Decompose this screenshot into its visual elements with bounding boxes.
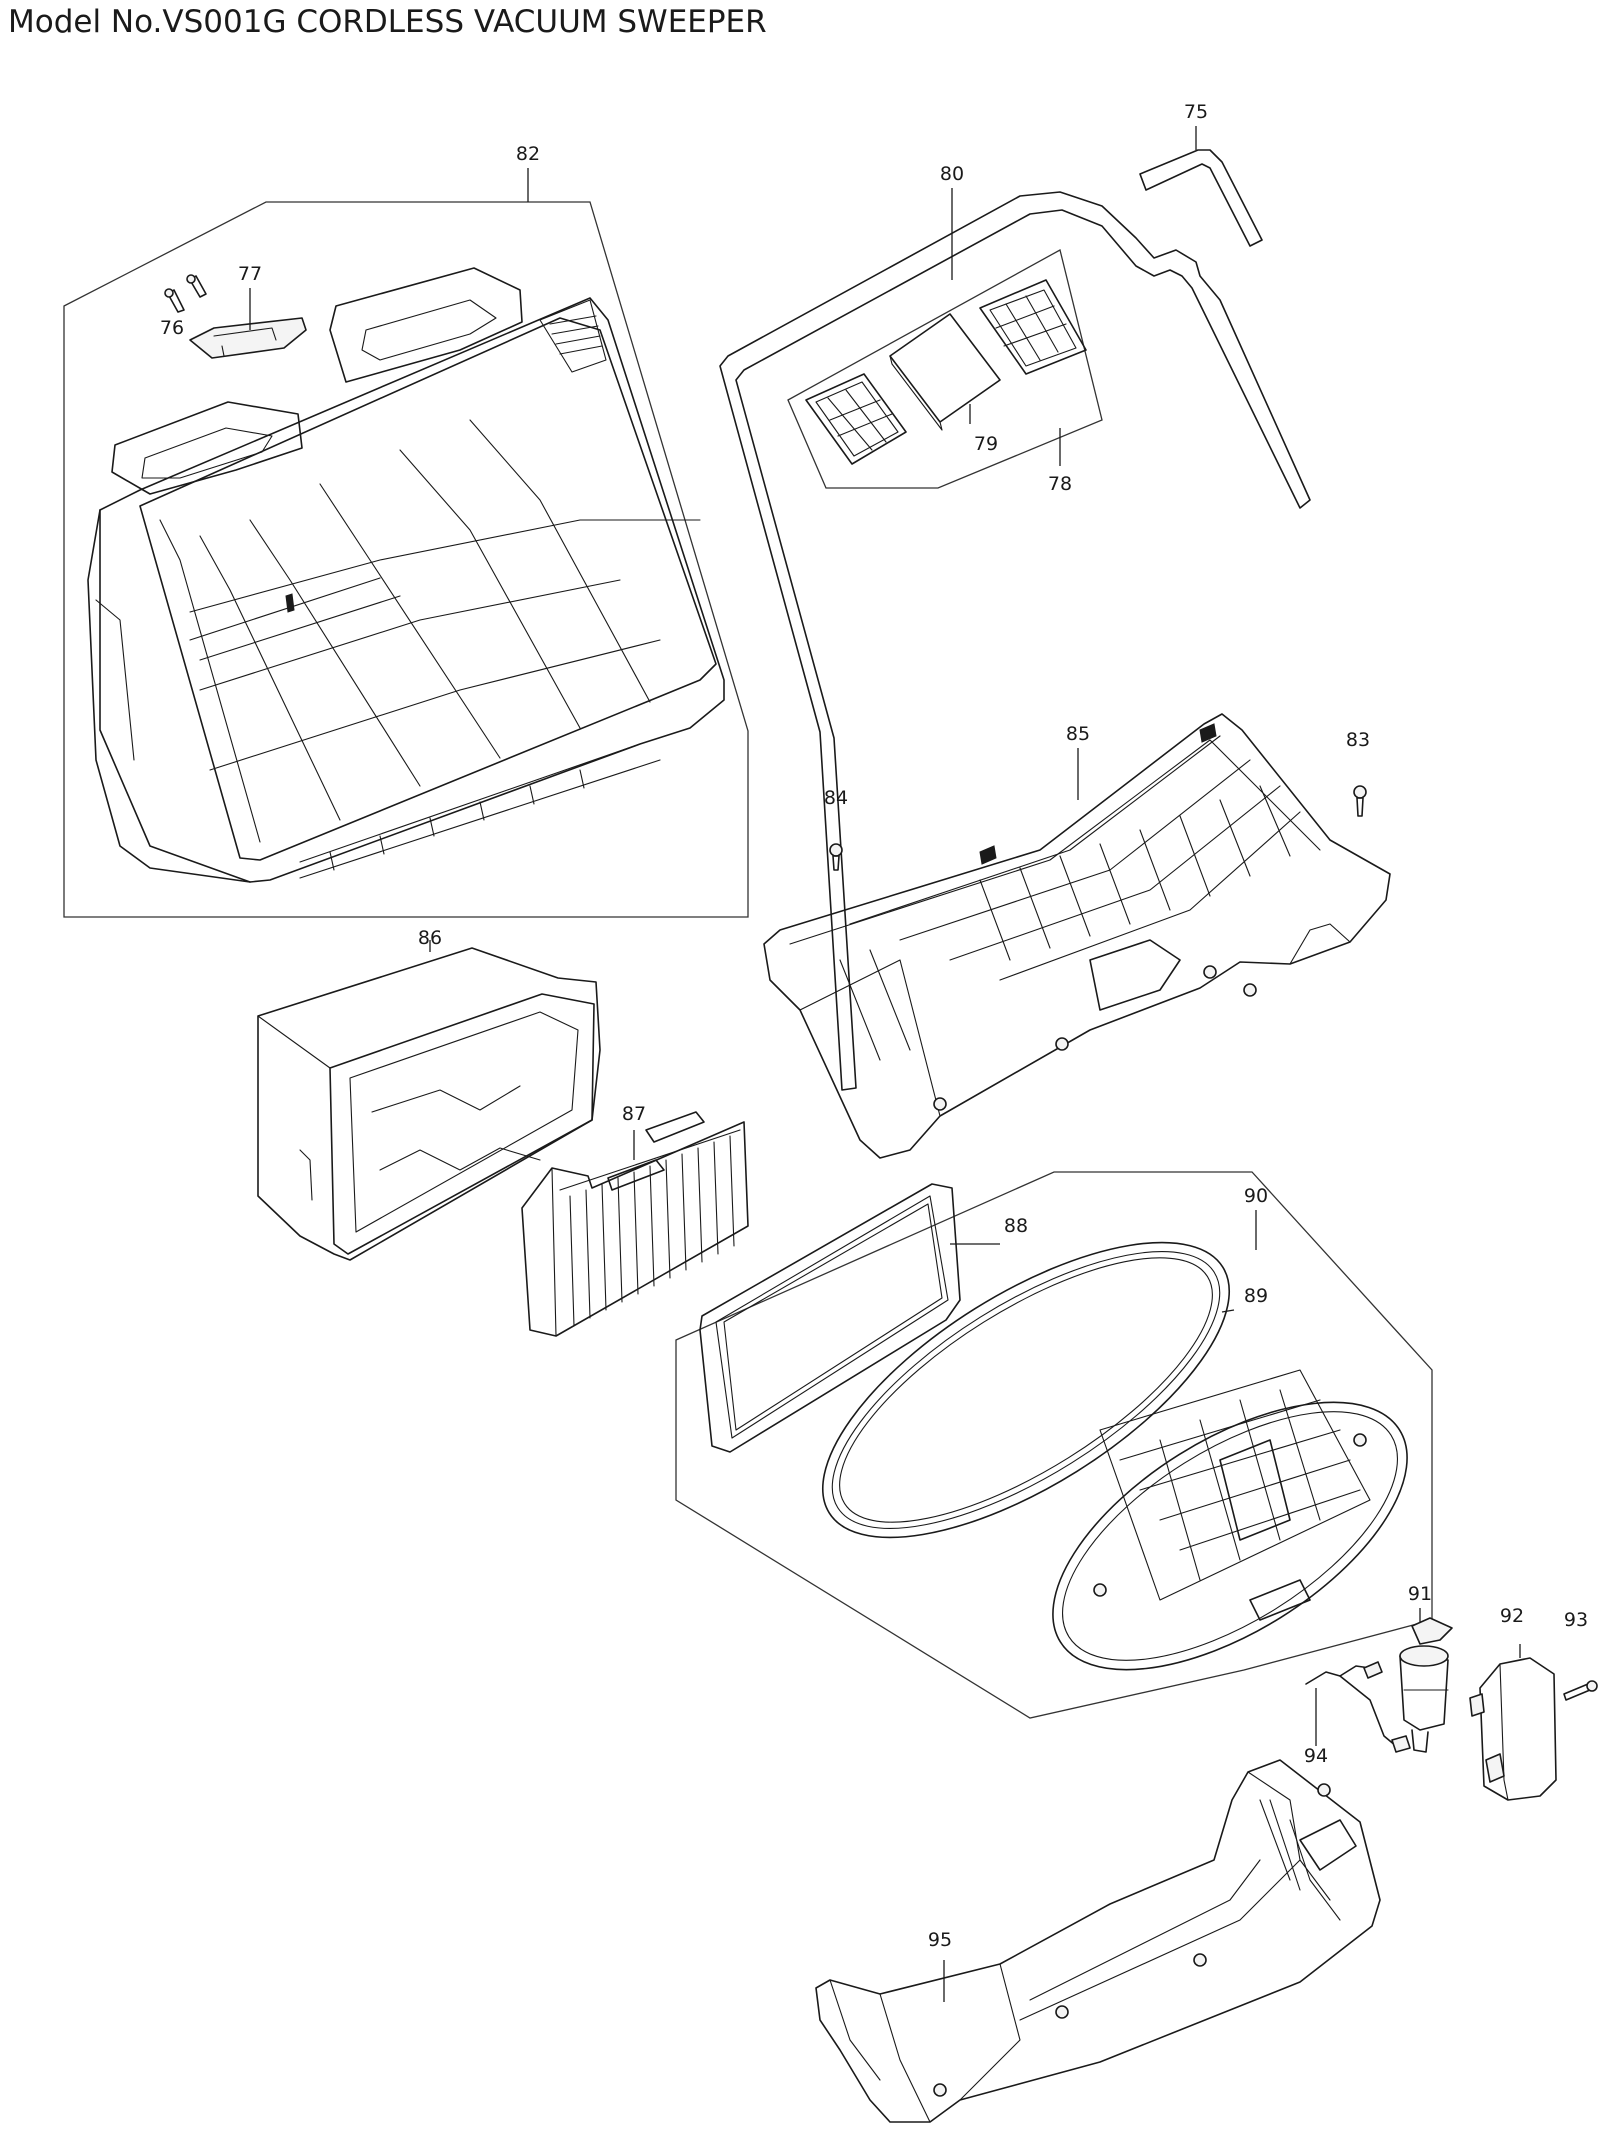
part-75-tube (1139, 126, 1263, 247)
page-title: Model No.VS001G CORDLESS VACUUM SWEEPER (8, 4, 767, 40)
part-87-filter (521, 1111, 749, 1337)
part-79-filter-sheet (889, 313, 1001, 431)
callout-87: 87 (622, 1103, 646, 1125)
part-80-handle-bar (719, 188, 1311, 1091)
part-86-filter-case (257, 940, 601, 1261)
callout-77: 77 (238, 263, 262, 285)
part-76-screws (164, 274, 207, 313)
part-91-motor (1399, 1608, 1453, 1753)
callout-84: 84 (824, 787, 848, 809)
part-93-screw (1563, 1680, 1598, 1701)
group-frame-78 (787, 249, 1103, 489)
callout-92: 92 (1500, 1605, 1524, 1627)
callout-88: 88 (1004, 1215, 1028, 1237)
callout-89: 89 (1244, 1285, 1268, 1307)
callout-94: 94 (1304, 1745, 1328, 1767)
callout-86: 86 (418, 927, 442, 949)
part-95-lower-housing (815, 1759, 1381, 2123)
callout-93: 93 (1564, 1609, 1588, 1631)
group-frame-82 (63, 168, 749, 918)
callout-79: 79 (974, 433, 998, 455)
part-94-wire-harness (1305, 1661, 1411, 1753)
callout-90: 90 (1244, 1185, 1268, 1207)
callout-85: 85 (1066, 723, 1090, 745)
part-90-filter-tray (1052, 1369, 1408, 1671)
part-82-dust-box (87, 267, 725, 883)
part-92-cover (1469, 1644, 1557, 1801)
callout-80: 80 (940, 163, 964, 185)
part-89-seal-ring (821, 1241, 1235, 1539)
part-85-upper-housing (763, 713, 1391, 1159)
part-78-grille-left (805, 373, 907, 465)
part-84-screw (829, 843, 843, 871)
part-78-grille-right (979, 279, 1087, 375)
callout-83: 83 (1346, 729, 1370, 751)
callout-82: 82 (516, 143, 540, 165)
part-77-latch (189, 288, 307, 359)
part-88-gasket (699, 1183, 1000, 1453)
callout-78: 78 (1048, 473, 1072, 495)
callout-91: 91 (1408, 1583, 1432, 1605)
callout-95: 95 (928, 1929, 952, 1951)
group-frame-90 (675, 1171, 1433, 1719)
part-83-screw (1353, 785, 1367, 817)
callout-75: 75 (1184, 101, 1208, 123)
callout-76: 76 (160, 317, 184, 339)
